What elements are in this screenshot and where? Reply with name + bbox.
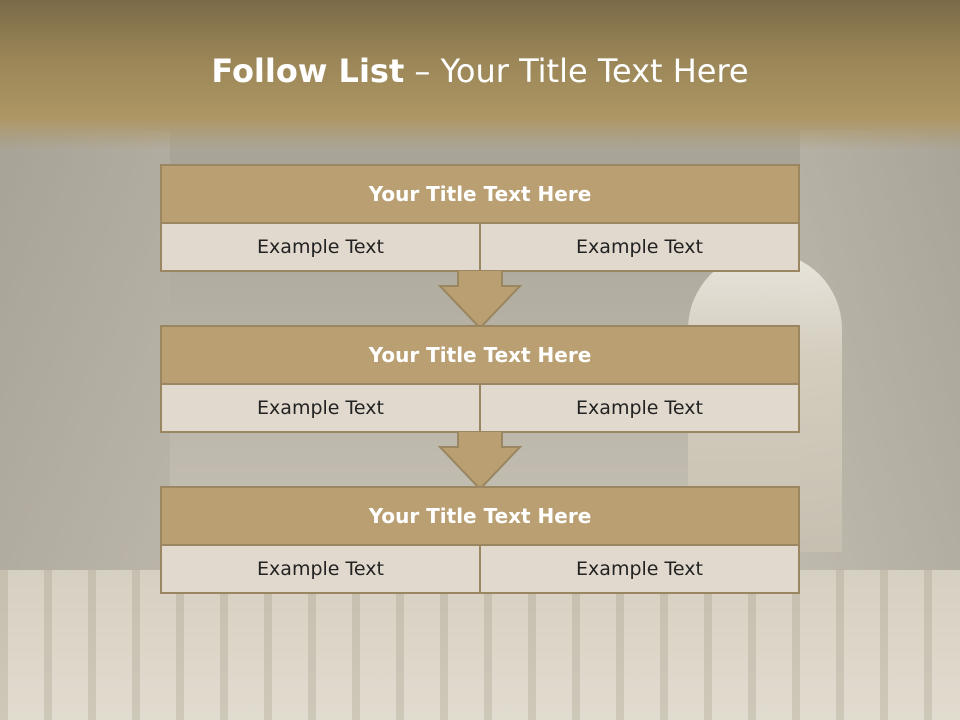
background-wall-left <box>0 130 170 590</box>
down-arrow-icon <box>438 270 522 330</box>
block-2-title[interactable]: Your Title Text Here <box>162 327 798 385</box>
slide-title-bold: Follow List <box>211 52 405 90</box>
follow-list-block-1[interactable]: Your Title Text Here Example Text Exampl… <box>160 164 800 272</box>
follow-list-block-2[interactable]: Your Title Text Here Example Text Exampl… <box>160 325 800 433</box>
block-1-title[interactable]: Your Title Text Here <box>162 166 798 224</box>
background-steps <box>0 570 960 720</box>
block-2-right-text[interactable]: Example Text <box>479 385 798 431</box>
block-1-row: Example Text Example Text <box>162 224 798 270</box>
block-3-row: Example Text Example Text <box>162 546 798 592</box>
block-1-left-text[interactable]: Example Text <box>257 236 384 258</box>
block-2-left-text[interactable]: Example Text <box>257 397 384 419</box>
block-3-title[interactable]: Your Title Text Here <box>162 488 798 546</box>
slide-title[interactable]: Follow List – Your Title Text Here <box>0 52 960 90</box>
follow-list-block-3[interactable]: Your Title Text Here Example Text Exampl… <box>160 486 800 594</box>
block-3-left-text[interactable]: Example Text <box>257 558 384 580</box>
block-1-right-text[interactable]: Example Text <box>479 224 798 270</box>
down-arrow-icon <box>438 431 522 491</box>
block-2-row: Example Text Example Text <box>162 385 798 431</box>
header-band <box>0 0 960 150</box>
slide-title-rest: – Your Title Text Here <box>404 52 749 90</box>
block-3-right-text[interactable]: Example Text <box>479 546 798 592</box>
